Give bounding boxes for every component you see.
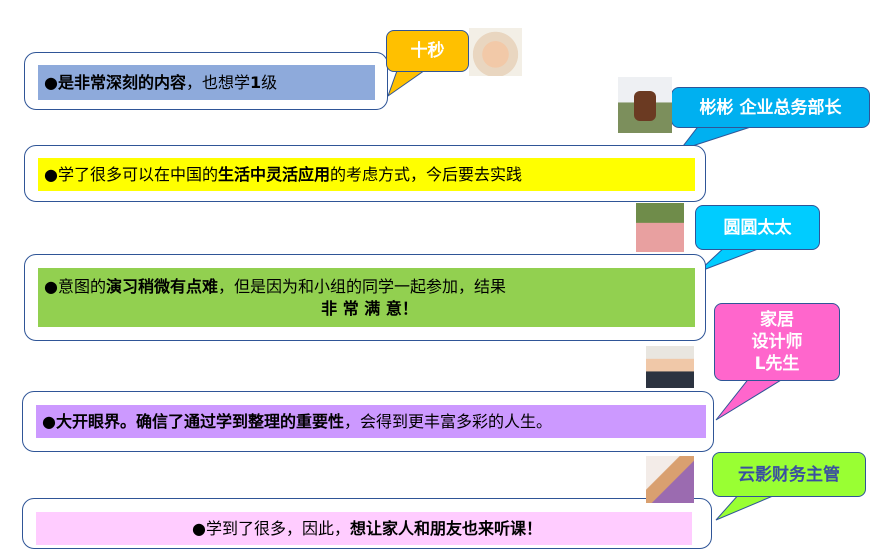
woman-heart-hands-photo [469,28,522,76]
text-seg: 大开眼界。确信了通过学到整理的重要性 [55,411,344,431]
author-callout-5: 云影财务主管 [712,452,866,497]
callout-tail-4 [715,376,788,421]
text-seg: 演习稍微有点难 [105,276,218,296]
text-seg: ，但是因为和小组的同学一起参加，结果 [217,276,506,296]
author-name: 彬彬 企业总务部长 [699,97,842,118]
text-seg: 的考虑方式，今后要去实践 [329,164,522,184]
man-portrait-photo [646,346,694,388]
author-callout-2: 彬彬 企业总务部长 [671,87,870,128]
author-name-line: 家居 [760,310,794,330]
text-seg: 级 [261,72,278,92]
text-seg: 生活中灵活应用 [217,164,330,184]
text-seg: ●学到了很多，因此， [192,518,350,538]
author-name-line: L先生 [754,354,800,374]
testimonial-text-2: ●学了很多可以在中国的生活中灵活应用的考虑方式，今后要去实践 [38,158,695,191]
author-callout-4: 家居 设计师 L先生 [714,303,840,381]
text-seg: ● [44,72,58,92]
author-name: 十秒 [410,41,445,61]
testimonial-text-3: ●意图的演习稍微有点难，但是因为和小组的同学一起参加，结果 非 常 满 意！ [38,268,695,327]
testimonial-text-5: ●学到了很多，因此，想让家人和朋友也来听课！ [36,512,692,545]
text-line-1: ●意图的演习稍微有点难，但是因为和小组的同学一起参加，结果 [44,276,695,298]
callout-tail-5 [715,492,781,521]
horse-rider-photo [618,77,672,133]
text-seg: 是非常深刻的内容 [57,72,186,92]
illustrated-woman-photo [646,456,694,503]
text-seg: ●意图的 [44,276,106,296]
text-seg: ●学了很多可以在中国的 [44,164,218,184]
author-name: 圆圆太太 [723,217,792,238]
text-line-2: 非 常 满 意！ [321,298,418,318]
text-seg: ● [42,411,56,431]
text-seg: 想让家人和朋友也来听课！ [349,518,542,538]
text-seg: ，会得到更丰富多彩的人生。 [343,411,552,431]
testimonial-text-4: ●大开眼界。确信了通过学到整理的重要性，会得到更丰富多彩的人生。 [36,405,706,438]
author-callout-1: 十秒 [386,30,469,72]
mother-child-photo [636,203,684,252]
author-callout-3: 圆圆太太 [695,205,820,250]
author-name-line: 设计师 [751,332,803,352]
text-seg: 1 [250,72,262,92]
author-name: 云影财务主管 [738,464,840,485]
text-seg: ，也想学 [185,72,250,92]
callout-tail-1 [387,67,430,98]
